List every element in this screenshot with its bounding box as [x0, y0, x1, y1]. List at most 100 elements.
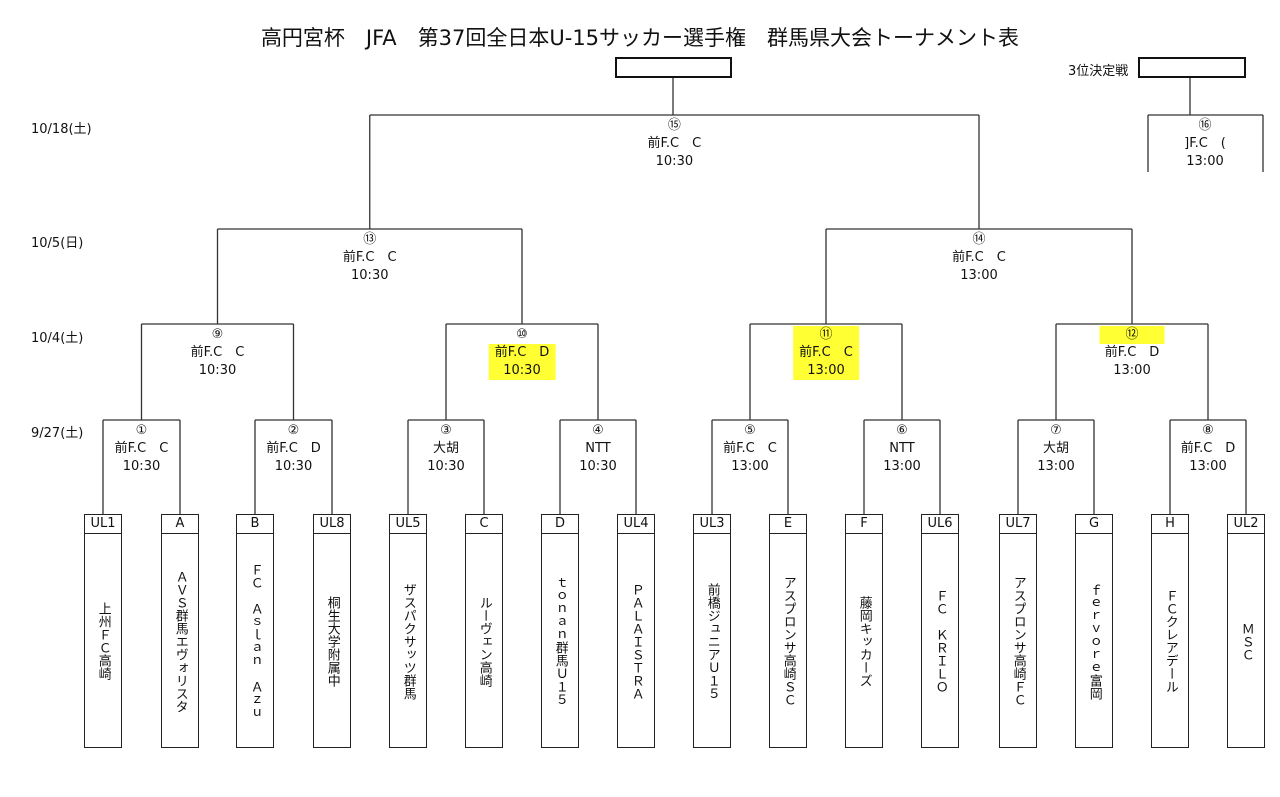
match-number: ②	[287, 423, 300, 438]
team-seed: D	[542, 515, 578, 534]
match-venue: 大胡	[1042, 441, 1069, 456]
match-time: 10:30	[198, 363, 237, 378]
match-node: ③ 大胡 10:30	[427, 422, 464, 476]
match-venue: 前F.C D	[266, 441, 321, 456]
match-node: ⑪ 前F.C C 13:00	[793, 326, 859, 380]
team-box: UL1 上州ＦＣ高崎	[84, 514, 122, 748]
match-number: ①	[135, 423, 148, 438]
match-venue: 前F.C C	[342, 250, 397, 265]
team-name: アスプロンサ高崎ＦＣ	[1010, 576, 1026, 706]
match-time: 13:00	[883, 459, 921, 474]
match-number: ⑭	[972, 232, 986, 247]
match-venue: 前F.C C	[190, 345, 245, 360]
team-name: ＭＳＣ	[1238, 621, 1254, 661]
team-seed: C	[466, 515, 502, 534]
team-name: 上州ＦＣ高崎	[95, 602, 111, 680]
team-box: UL6 ＦＣ ＫＲＩＬＯ	[921, 514, 959, 748]
match-number: ⑮	[667, 118, 681, 133]
match-node: ⑨ 前F.C C 10:30	[191, 326, 245, 380]
match-time: 10:30	[122, 459, 161, 474]
match-venue: 前F.C C	[799, 345, 853, 360]
match-node: ⑫ 前F.C D 13:00	[1099, 326, 1165, 380]
third-place-label: 3位決定戦	[1068, 64, 1129, 79]
match-node: ⑮ 前F.C C 10:30	[648, 117, 702, 171]
match-number: ⑩	[516, 327, 528, 342]
team-box: E アスプロンサ高崎ＳＣ	[769, 514, 807, 748]
match-node: ⑧ 前F.C D 13:00	[1181, 422, 1236, 476]
team-seed: UL4	[618, 515, 654, 534]
team-box: B ＦＣ Ａｓｌａｎ Ａｚｕ	[236, 514, 274, 748]
date-label-quarterfinal: 10/4(土)	[31, 331, 84, 346]
match-time: 10:30	[427, 459, 465, 474]
team-name: ｔｏｎａｎ群馬Ｕ１５	[552, 576, 568, 706]
team-seed: UL2	[1228, 515, 1264, 534]
match-number: ⑪	[819, 327, 833, 342]
team-name: アスプロンサ高崎ＳＣ	[780, 576, 796, 706]
third-place-match: ⑯]F.C (13:00	[1184, 117, 1226, 171]
match-time: 13:00	[1113, 363, 1151, 378]
team-name: ＦＣクレアデール	[1162, 589, 1178, 693]
match-venue: 大胡	[432, 441, 459, 456]
match-venue: 前F.C C	[723, 441, 777, 456]
match-time: 13:00	[807, 363, 845, 378]
match-venue: 前F.C D	[494, 345, 550, 360]
match-time: 10:30	[655, 154, 694, 169]
date-label-semifinal: 10/5(日)	[31, 236, 84, 251]
match-number: ⑫	[1125, 327, 1139, 342]
team-seed: UL1	[85, 515, 121, 534]
team-seed: E	[770, 515, 806, 534]
match-number: ⑧	[1202, 423, 1214, 438]
team-seed: UL3	[694, 515, 730, 534]
match-number: ③	[440, 423, 452, 438]
team-name: ｆｅｒｖｏｒｅ富岡	[1086, 582, 1102, 700]
match-venue: NTT	[889, 441, 915, 456]
match-node: ⑤ 前F.C C 13:00	[723, 422, 777, 476]
match-venue: 前F.C C	[647, 136, 702, 151]
match-number: ⑨	[211, 327, 224, 342]
team-name: ＦＣ Ａｓｌａｎ Ａｚｕ	[247, 563, 263, 719]
team-name: ＰＡＬＡＩＳＴＲＡ	[628, 582, 644, 700]
team-name: 桐生大学附属中	[324, 595, 340, 687]
match-node: ⑭ 前F.C C 13:00	[952, 231, 1006, 285]
match-venue: 前F.C C	[952, 250, 1006, 265]
match-number: ⑤	[744, 423, 756, 438]
match-node: ⑥ NTT 13:00	[883, 422, 920, 476]
team-name: 藤岡キッカーズ	[856, 595, 872, 687]
team-box: A ＡＶＳ群馬エヴォリスタ	[161, 514, 199, 748]
match-time: 10:30	[503, 363, 541, 378]
team-seed: B	[237, 515, 273, 534]
team-seed: G	[1076, 515, 1112, 534]
page-title: 高円宮杯 JFA 第37回全日本U-15サッカー選手権 群馬県大会トーナメント表	[260, 26, 1020, 50]
team-seed: H	[1152, 515, 1188, 534]
team-seed: A	[162, 515, 198, 534]
team-name: ＦＣ ＫＲＩＬＯ	[932, 589, 948, 693]
match-time: 10:30	[579, 459, 617, 474]
match-venue: 前F.C D	[1180, 441, 1236, 456]
team-seed: UL6	[922, 515, 958, 534]
team-name: ルーヴェン高崎	[476, 595, 492, 687]
match-number: ⑥	[896, 423, 908, 438]
match-time: 13:00	[960, 268, 998, 283]
match-time: 13:00	[1189, 459, 1227, 474]
match-number: ⑦	[1050, 423, 1062, 438]
team-name: ＡＶＳ群馬エヴォリスタ	[172, 569, 188, 713]
team-name: 前橋ジュニアＵ１５	[704, 582, 720, 700]
match-number: ④	[592, 423, 604, 438]
champion-box	[615, 57, 732, 78]
match-time: 13:00	[731, 459, 769, 474]
date-label-final: 10/18(土)	[31, 122, 92, 137]
match-venue: 前F.C D	[1104, 345, 1160, 360]
team-name: ザスパクサッツ群馬	[400, 582, 416, 700]
